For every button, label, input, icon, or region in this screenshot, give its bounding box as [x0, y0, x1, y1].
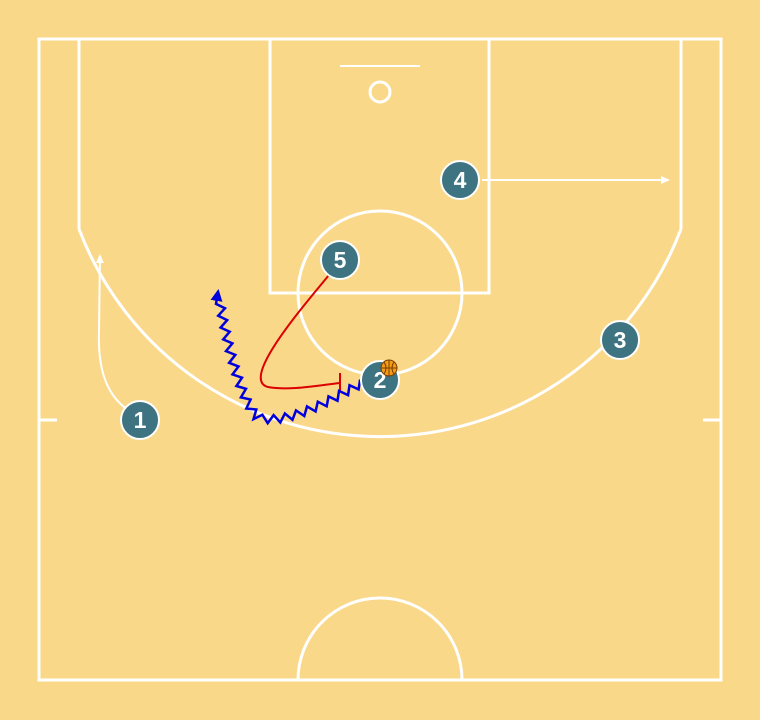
player-1-marker[interactable]: 1	[120, 400, 160, 440]
free-throw-lane	[268, 37, 491, 295]
player-4-number: 4	[454, 167, 467, 193]
court-lines	[37, 37, 723, 682]
player-5-marker[interactable]: 5	[320, 240, 360, 280]
cut-path-player-1	[95, 254, 129, 411]
player-1-circle	[120, 400, 160, 440]
center-circle	[296, 596, 464, 681]
player-3-marker[interactable]: 3	[600, 320, 640, 360]
player-3-number: 3	[614, 327, 627, 353]
player-4-circle	[440, 160, 480, 200]
player-4-marker[interactable]: 4	[440, 160, 480, 200]
player-5-number: 5	[334, 247, 347, 273]
player-3-circle	[600, 320, 640, 360]
player-1-number: 1	[134, 407, 147, 433]
rim	[368, 80, 392, 104]
dribble-line-player-2	[210, 289, 362, 426]
screen-path-player-5	[259, 274, 341, 390]
player-5-circle	[320, 240, 360, 280]
dribble-zigzag	[210, 289, 362, 426]
basketball-icon	[380, 359, 398, 377]
